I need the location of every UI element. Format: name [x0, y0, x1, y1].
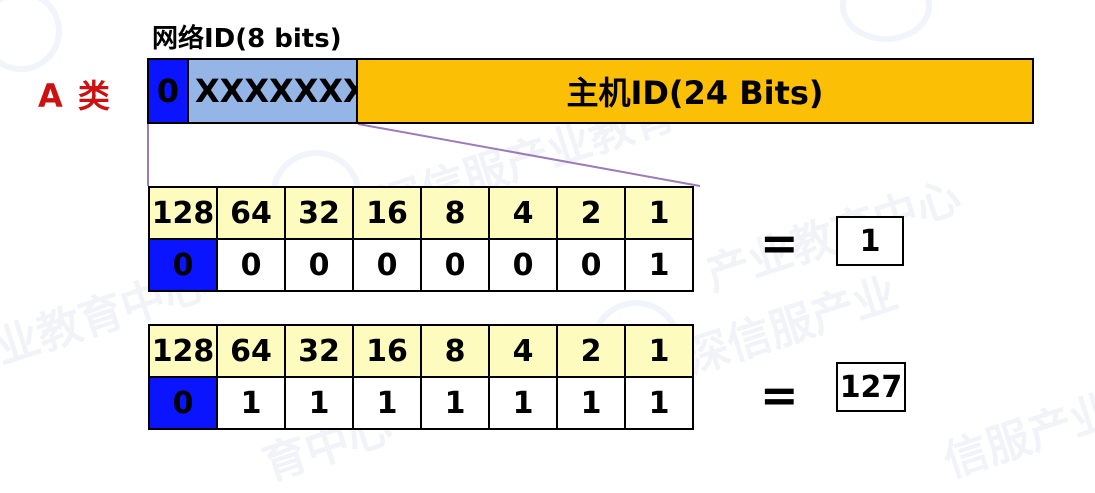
bit-cell: 0: [284, 238, 354, 292]
weight-cell: 1: [624, 186, 694, 240]
bit-row-2: 0 1 1 1 1 1 1 1: [148, 376, 694, 430]
weight-row-2: 128 64 32 16 8 4 2 1: [148, 324, 694, 378]
network-first-bit: 0: [147, 58, 189, 124]
weight-cell: 64: [216, 186, 286, 240]
bit-cell: 0: [488, 238, 558, 292]
weight-cell: 16: [352, 186, 422, 240]
weight-cell: 32: [284, 324, 354, 378]
weight-cell: 16: [352, 324, 422, 378]
weight-cell: 4: [488, 186, 558, 240]
decimal-result: 1: [836, 216, 904, 266]
weight-cell: 8: [420, 324, 490, 378]
class-a-label: A 类: [38, 77, 112, 115]
weight-row-1: 128 64 32 16 8 4 2 1: [148, 186, 694, 240]
bit-cell: 0: [420, 238, 490, 292]
weight-cell: 2: [556, 324, 626, 378]
weight-cell: 128: [148, 186, 218, 240]
weight-cell: 1: [624, 324, 694, 378]
bit-row-1: 0 0 0 0 0 0 0 1: [148, 238, 694, 292]
weight-cell: 8: [420, 186, 490, 240]
weight-cell: 2: [556, 186, 626, 240]
bit-cell: 1: [556, 376, 626, 430]
network-id-label: 网络ID(8 bits): [152, 24, 342, 54]
host-id-segment: 主机ID(24 Bits): [356, 58, 1034, 124]
weight-cell: 4: [488, 324, 558, 378]
weight-cell: 128: [148, 324, 218, 378]
connector-lines: [147, 123, 701, 187]
bit-cell: 1: [420, 376, 490, 430]
bit-cell: 0: [148, 376, 218, 430]
bit-cell: 1: [624, 238, 694, 292]
equals-sign: =: [760, 368, 799, 422]
bit-cell: 1: [216, 376, 286, 430]
equals-sign: =: [760, 216, 799, 270]
weight-cell: 32: [284, 186, 354, 240]
network-rest-bits: XXXXXXX: [187, 58, 358, 124]
bit-cell: 1: [352, 376, 422, 430]
bit-cell: 1: [488, 376, 558, 430]
bit-cell: 0: [148, 238, 218, 292]
connector-line-right: [357, 123, 701, 187]
bit-cell: 0: [352, 238, 422, 292]
weight-cell: 64: [216, 324, 286, 378]
decimal-result: 127: [836, 362, 906, 412]
bit-cell: 1: [284, 376, 354, 430]
bit-cell: 1: [624, 376, 694, 430]
bit-cell: 0: [556, 238, 626, 292]
bit-cell: 0: [216, 238, 286, 292]
